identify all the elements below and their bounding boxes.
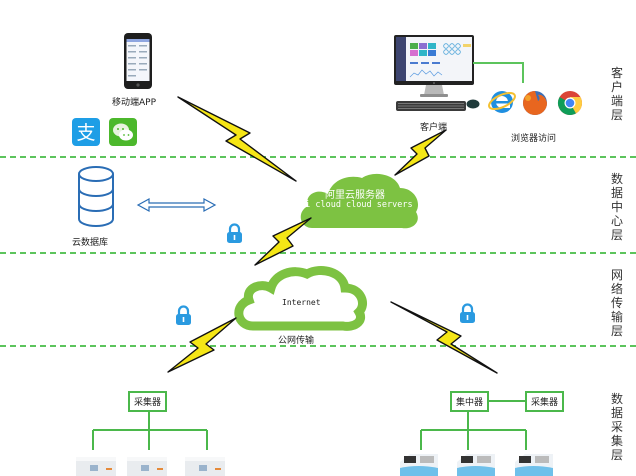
mobile-phone-icon xyxy=(124,33,152,89)
svg-text:支: 支 xyxy=(76,122,95,144)
public-network-label: 公网传输 xyxy=(278,336,315,346)
left-collector-box: 采集器 xyxy=(128,391,168,412)
wireless-link-bolt xyxy=(390,301,498,374)
cloud-database-label: 云数据库 xyxy=(72,238,109,248)
right-collector-box: 采集器 xyxy=(525,391,565,412)
desktop-computer-icon xyxy=(394,35,474,111)
left-collector-tree-lines xyxy=(92,410,208,450)
water-meter-device xyxy=(457,454,495,476)
layer-divider-3 xyxy=(0,345,636,347)
layer-label-network: 网络传输层 xyxy=(610,268,623,338)
chrome-icon xyxy=(557,91,582,116)
water-meter-device xyxy=(515,454,553,476)
ie-icon xyxy=(488,91,516,113)
water-meter-device xyxy=(400,454,438,476)
lock-icon xyxy=(176,305,191,325)
mobile-app-label: 移动端APP xyxy=(112,98,157,108)
internet-cloud-text: Internet xyxy=(282,298,321,307)
concentrator-box: 集中器 xyxy=(450,391,490,412)
mouse-icon xyxy=(466,99,480,109)
energy-meter-device xyxy=(76,457,116,476)
client-label: 客户端 xyxy=(420,123,448,133)
lock-icon xyxy=(227,223,242,243)
layer-label-client: 客户端层 xyxy=(610,66,623,122)
browser-access-label: 浏览器访问 xyxy=(511,134,557,144)
wireless-link-bolt xyxy=(167,317,237,373)
alipay-icon: 支 xyxy=(72,118,100,146)
aliyun-cloud-title: 阿里云服务器 xyxy=(325,190,385,201)
energy-meter-device xyxy=(127,457,167,476)
bidirectional-arrow-icon xyxy=(136,197,217,213)
cloud-database-icon xyxy=(78,166,114,227)
layer-divider-1 xyxy=(0,156,636,158)
aliyun-cloud-shape xyxy=(300,173,419,229)
layer-label-datacenter: 数据中心层 xyxy=(610,172,623,242)
firefox-icon xyxy=(523,91,547,115)
monitor-browser-connector xyxy=(473,62,524,83)
wechat-icon xyxy=(109,118,137,146)
internet-cloud-shape xyxy=(234,266,367,331)
lock-icon xyxy=(460,303,475,323)
layer-divider-2 xyxy=(0,252,636,254)
wireless-link-bolt xyxy=(394,129,447,176)
layer-label-collection: 数据采集层 xyxy=(610,392,623,462)
energy-meter-device xyxy=(185,457,225,476)
right-concentrator-tree-lines xyxy=(420,400,527,450)
wireless-link-bolt xyxy=(177,96,297,182)
wireless-link-bolt xyxy=(254,217,312,266)
aliyun-cloud-subtitle: li cloud cloud servers xyxy=(300,200,413,210)
